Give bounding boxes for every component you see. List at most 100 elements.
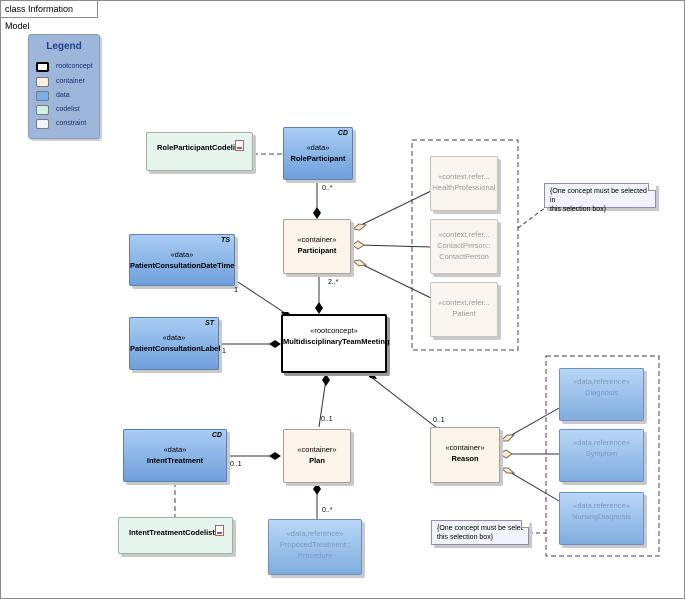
participant-root-diamond [315,302,323,314]
patient-link [358,262,432,299]
node-stereotype: «context,refer... [438,172,490,181]
node-stereotype: «data» [162,333,186,342]
role-participant-codelist-node[interactable]: RoleParticipantCodelist [146,132,253,171]
node-name: NursingDiagnosis [572,512,631,521]
node-name-line1: ProposedTreatment:: [279,540,351,549]
multiplicity-role-participant: 0..* [322,185,333,192]
node-stereotype: «container» [297,235,337,244]
health-professional-link [358,190,432,227]
node-name: RoleParticipantCodelist [157,143,242,152]
patient-consultation-label-node[interactable]: ST «data» PatientConsultationLabel [129,317,221,370]
node-name: PatientConsultationDateTime [130,261,235,270]
legend-label: constraint [56,120,87,127]
reason-node[interactable]: «container» Reason [430,427,500,483]
patient-diamond [351,259,368,267]
note-line1: {One concept must be selected in [437,525,523,532]
proposed-treatment-node[interactable]: «data,reference» ProposedTreatment:: Pro… [268,519,362,575]
contact-person-link [358,244,432,248]
diagnosis-node[interactable]: «data,reference» Diagnosis [559,368,644,421]
multiplicity-datetime: 1 [234,287,238,294]
intent-treatment-codelist-node[interactable]: IntentTreatmentCodelist [118,517,233,554]
node-name: Plan [309,456,325,465]
symptom-node[interactable]: «data,reference» Symptom [559,429,644,482]
health-professional-diamond [351,223,368,231]
nursing-diagnosis-link [507,470,560,502]
note-line1: {One concept must be selected in [550,188,647,204]
node-stereotype: «data» [306,143,330,152]
node-stereotype: «data» [170,250,194,259]
intent-treatment-node[interactable]: CD «data» IntentTreatment [123,429,227,482]
root-reason-link [370,376,438,429]
plan-proposed-diamond [313,483,321,495]
nursing-diagnosis-diamond [499,467,516,474]
role-participant-diamond [313,207,321,219]
datetime-root-link [237,281,289,316]
multiplicity-proposed-treatment: 0..* [322,507,333,514]
node-stereotype: «data,reference» [573,501,630,510]
legend-swatch [36,91,49,101]
node-name: Symptom [585,449,618,458]
multiplicity-intent-treatment: 0..1 [230,461,242,468]
legend-label: data [56,92,70,99]
node-name: Diagnosis [585,388,618,397]
nursing-diagnosis-node[interactable]: «data,reference» NursingDiagnosis [559,492,644,545]
node-name: MultidisciplinaryTeamMeeting [283,337,390,346]
patient-consultation-datetime-node[interactable]: TS «data» PatientConsultationDateTime [129,234,235,286]
legend-label: codelist [56,106,80,113]
health-professional-node[interactable]: «context,refer... HealthProfessional [430,156,498,211]
node-name: IntentTreatment [146,456,204,465]
document-icon [215,525,224,536]
note-fold [648,183,656,191]
note-fold [521,520,529,528]
diagnosis-link [507,407,560,438]
participant-note-connector [517,206,547,229]
intent-plan-diamond [269,452,281,460]
diagram-title: class Information Model [1,1,98,31]
patient-node[interactable]: «context,refer... Patient [430,282,498,337]
node-stereotype: «data,reference» [573,377,630,386]
node-stereotype: «container» [297,445,337,454]
multiplicity-plan: 0..1 [321,416,333,423]
node-stereotype: «data,reference» [573,438,630,447]
reason-selection-box [545,355,660,557]
role-participant-node[interactable]: CD «data» RoleParticipant [283,127,353,180]
participant-node[interactable]: «container» Participant [283,219,351,274]
node-name-line1: ContactPerson:: [437,241,491,250]
node-stereotype: «container» [445,443,485,452]
contact-person-diamond [351,240,365,250]
type-tag: CD [211,432,222,439]
type-tag: ST [205,320,214,327]
node-name: HealthProfessional [432,183,496,192]
contact-person-node[interactable]: «context,refer... ContactPerson:: Contac… [430,219,498,274]
legend-swatch [36,77,49,87]
legend-swatch [36,62,49,72]
participant-selection-box [411,139,519,351]
label-root-diamond [269,340,281,348]
participant-constraint-note[interactable]: {One concept must be selected in this se… [544,183,656,213]
legend: Legend rootconcept container data codeli… [28,34,100,139]
legend-title: Legend [46,41,82,52]
type-tag: TS [221,237,230,244]
node-stereotype: «context,refer... [438,298,490,307]
plan-node[interactable]: «container» Plan [283,429,351,483]
node-name: PatientConsultationLabel [130,344,221,353]
root-reason-diamond [366,372,377,379]
document-icon [235,140,244,151]
node-name: Participant [297,246,337,255]
note-line2: this selection box} [437,534,494,541]
multiplicity-participant: 2..* [328,279,339,286]
node-stereotype: «context,refer... [438,230,490,239]
node-stereotype: «data,reference» [286,529,344,538]
node-name-line2: ContactPerson [439,252,489,261]
node-name: Reason [451,454,479,463]
node-name: RoleParticipant [290,154,346,163]
node-name-line2: Procedure [297,551,333,560]
legend-label: container [56,78,85,85]
note-line2: this selection box} [550,206,607,213]
node-stereotype: «data» [163,445,187,454]
mdt-meeting-root-node[interactable]: «rootconcept» MultidisciplinaryTeamMeeti… [281,314,390,373]
node-name: Patient [452,309,476,318]
reason-constraint-note[interactable]: {One concept must be selected in this se… [431,520,529,545]
